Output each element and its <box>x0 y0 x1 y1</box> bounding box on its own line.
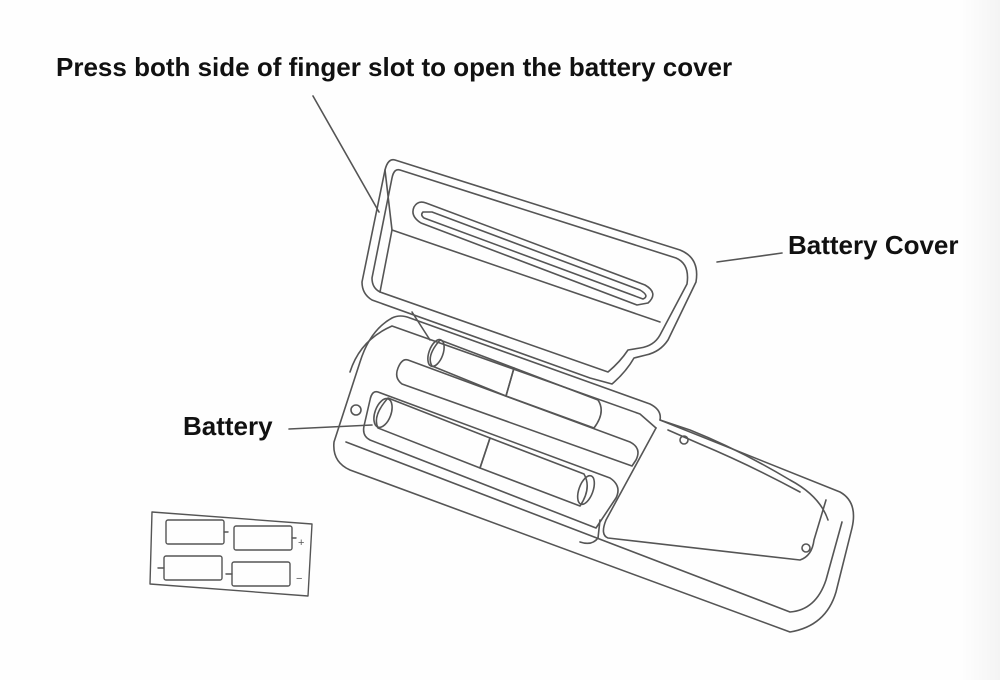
finger-slot <box>412 201 654 306</box>
polarity-diagram <box>149 511 313 597</box>
instruction-leader-line <box>312 95 380 213</box>
battery-cell-bottom-right <box>479 437 588 507</box>
polarity-cell-1 <box>165 519 225 545</box>
device-body <box>333 315 855 633</box>
polarity-cell-4 <box>231 561 291 587</box>
polarity-minus-sign: − <box>296 573 302 585</box>
battery-cover <box>361 158 698 385</box>
battery-cell-top-left <box>429 339 515 397</box>
battery-label: Battery <box>183 411 273 441</box>
battery-cover-label: Battery Cover <box>788 230 959 260</box>
battery-cell-top-right <box>505 367 602 429</box>
instruction-label: Press both side of finger slot to open t… <box>56 52 733 82</box>
polarity-plus-sign: + <box>298 537 304 549</box>
polarity-cell-3 <box>163 555 223 581</box>
battery-leader-line <box>288 424 373 430</box>
battery-cell-bottom-left <box>375 397 491 469</box>
battery-compartment <box>362 311 639 529</box>
edge-shading <box>960 0 1000 680</box>
battery-cells <box>373 338 602 507</box>
cover-leader-line <box>716 252 783 263</box>
polarity-cell-2 <box>233 525 293 551</box>
